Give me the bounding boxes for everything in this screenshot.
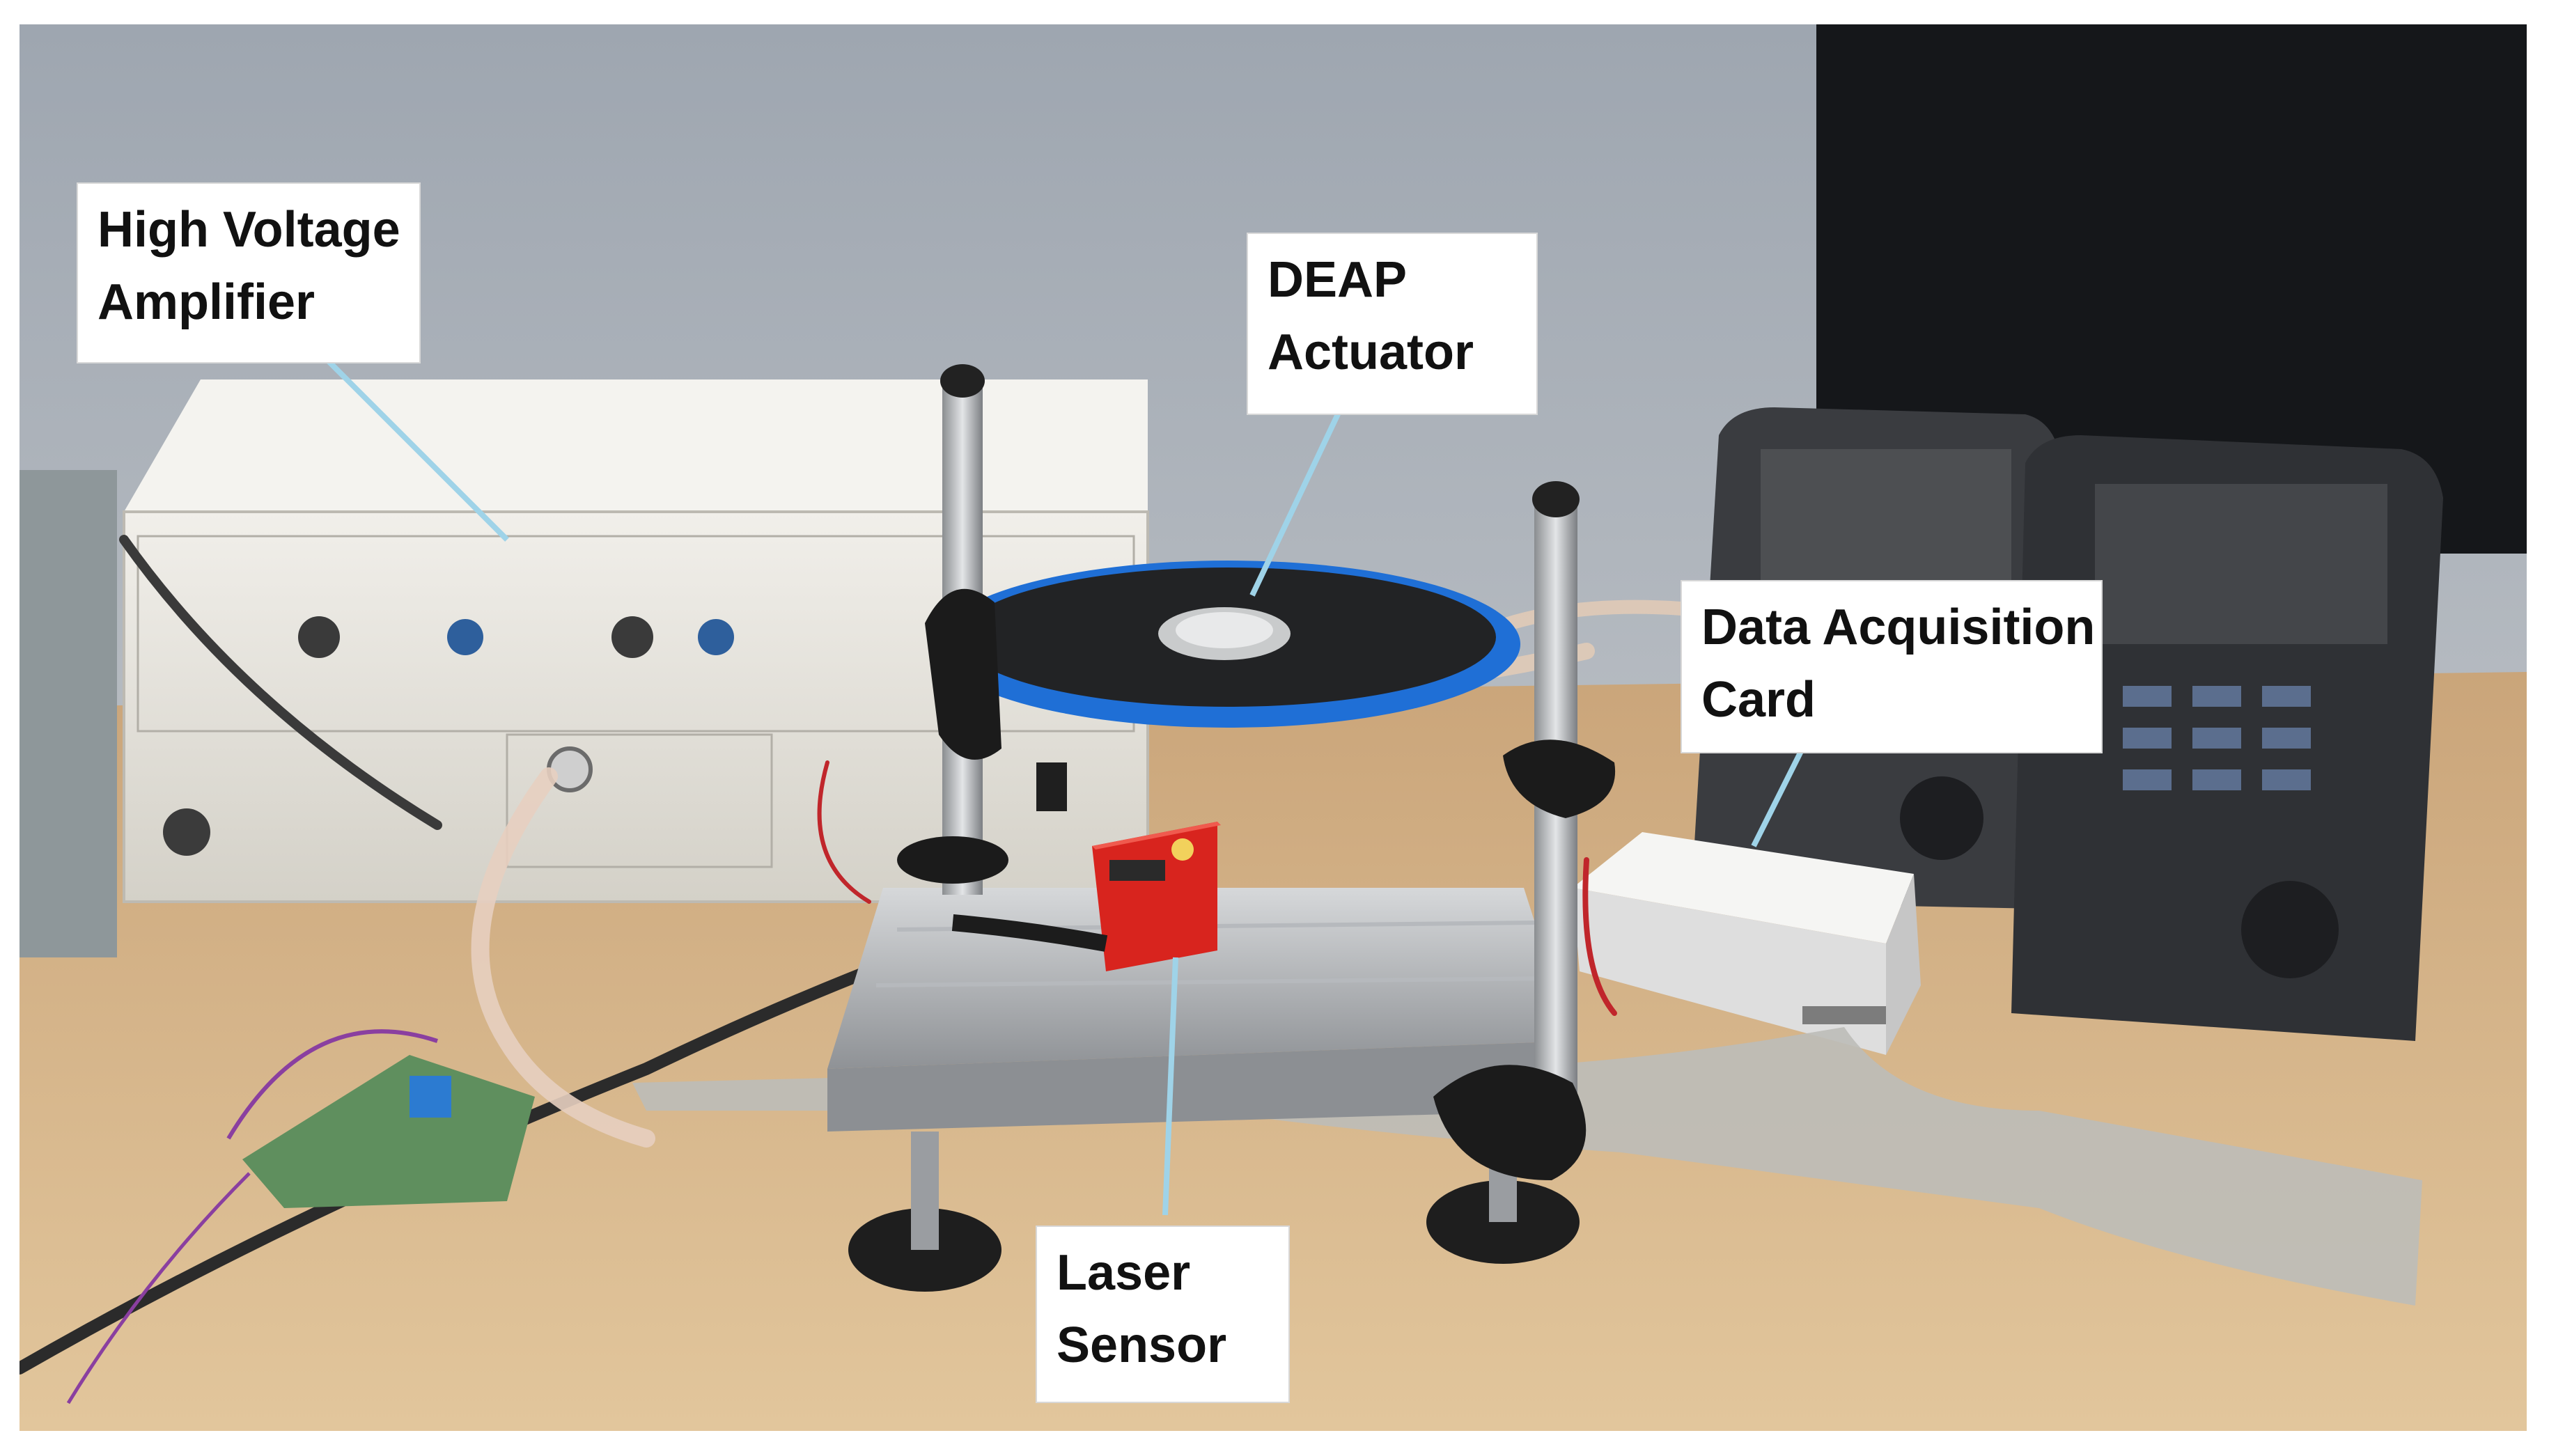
label-laser-sensor: Laser Sensor: [1036, 1226, 1290, 1403]
label-deap-actuator: DEAP Actuator: [1247, 233, 1538, 415]
rod-cap-right: [1532, 481, 1580, 517]
label-high-voltage-amplifier: High Voltage Amplifier: [77, 182, 421, 363]
label-data-acquisition-card: Data Acquisition Card: [1681, 580, 2103, 753]
callout-lines: [324, 357, 1805, 1216]
cables: [20, 535, 1698, 1375]
label-actuator-line1: DEAP: [1268, 252, 1408, 308]
rod-cap-left: [940, 364, 985, 398]
label-daq-line2: Card: [1701, 672, 1816, 728]
left-cabinet: [20, 470, 117, 957]
label-actuator-line2: Actuator: [1268, 324, 1474, 380]
lab-setup-photo: [20, 24, 2527, 1431]
label-daq-line1: Data Acquisition: [1701, 600, 2096, 655]
label-laser-line2: Sensor: [1057, 1317, 1227, 1373]
laser-sensor: [951, 822, 1221, 971]
data-acquisition-card: [1573, 832, 1921, 1055]
aluminum-base-plate: [827, 888, 1580, 1292]
circuit-board: [66, 1029, 535, 1404]
label-amplifier-line1: High Voltage: [98, 202, 400, 258]
label-laser-line1: Laser: [1057, 1245, 1191, 1301]
deap-actuator: [897, 561, 1616, 1180]
label-amplifier-line2: Amplifier: [98, 274, 315, 330]
